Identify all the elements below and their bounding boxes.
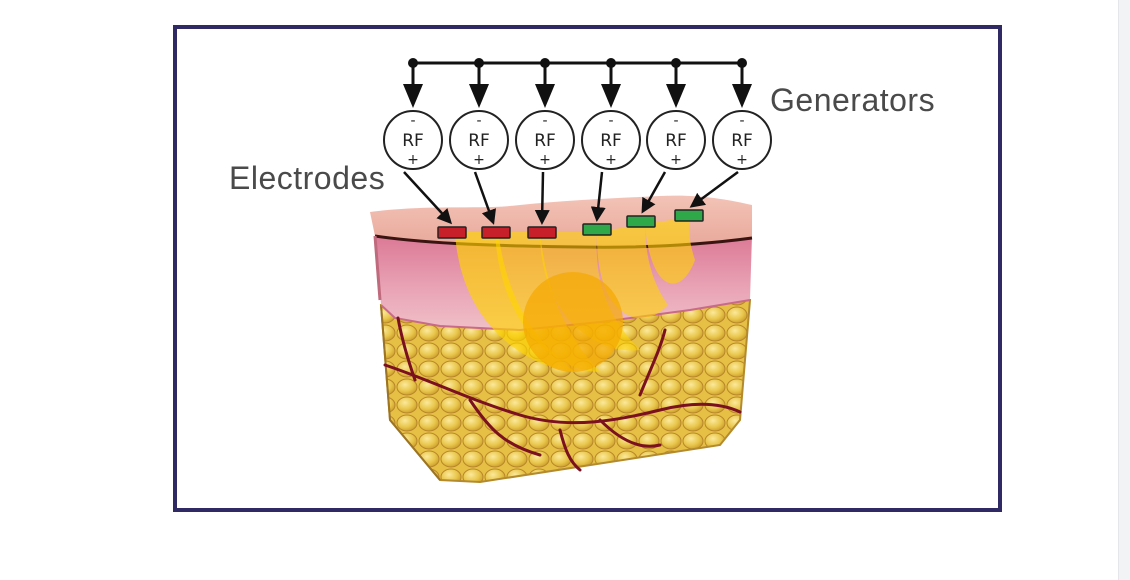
generator-circle — [581, 110, 641, 170]
negative-terminal-label: - — [673, 113, 678, 129]
electrode-1 — [437, 226, 467, 239]
electrodes — [437, 209, 704, 239]
rf-generator-6: - RF+ — [712, 58, 772, 170]
arrow-down-icon — [666, 84, 686, 108]
rf-label: RF — [534, 131, 556, 151]
positive-terminal-label: + — [539, 152, 551, 168]
electrode-6 — [674, 209, 704, 222]
electrode-4 — [582, 223, 612, 236]
arrow-down-icon — [732, 84, 752, 108]
generator-circle — [712, 110, 772, 170]
positive-terminal-label: + — [407, 152, 419, 168]
electrode-3 — [527, 226, 557, 239]
rf-generator-1: - RF+ — [383, 58, 443, 170]
arrow-down-icon — [403, 84, 423, 108]
rf-label: RF — [665, 131, 687, 151]
arrow-down-icon — [535, 84, 555, 108]
generators-label: Generators — [770, 82, 936, 118]
generator-circle — [383, 110, 443, 170]
rf-generator-5: - RF+ — [646, 58, 706, 170]
generator-circle — [515, 110, 575, 170]
fat-layer — [379, 298, 752, 484]
rf-label: RF — [468, 131, 490, 151]
rf-label: RF — [402, 131, 424, 151]
blood-vessels — [383, 316, 742, 472]
heat-zones — [455, 217, 695, 372]
right-edge-strip — [1118, 0, 1130, 580]
negative-terminal-label: - — [542, 113, 547, 129]
rf-label: RF — [731, 131, 753, 151]
electrode-5 — [626, 215, 656, 228]
negative-terminal-label: - — [608, 113, 613, 129]
generator-circle — [449, 110, 509, 170]
generator-to-electrode-arrows — [403, 170, 739, 225]
electrode-2 — [481, 226, 511, 239]
positive-terminal-label: + — [605, 152, 617, 168]
rf-generators: -RF+-RF+-RF+-RF+-RF+-RF+ — [383, 58, 772, 170]
arrow-down-icon — [601, 84, 621, 108]
positive-terminal-label: + — [736, 152, 748, 168]
negative-terminal-label: - — [410, 113, 415, 129]
arrow-down-icon — [469, 84, 489, 108]
positive-terminal-label: + — [473, 152, 485, 168]
rf-generator-4: - RF+ — [581, 58, 641, 170]
rf-label: RF — [600, 131, 622, 151]
negative-terminal-label: - — [476, 113, 481, 129]
negative-terminal-label: - — [739, 113, 744, 129]
generator-circle — [646, 110, 706, 170]
rf-generator-2: - RF+ — [449, 58, 509, 170]
positive-terminal-label: + — [670, 152, 682, 168]
electrodes-label: Electrodes — [229, 160, 386, 196]
rf-generator-3: - RF+ — [515, 58, 575, 170]
